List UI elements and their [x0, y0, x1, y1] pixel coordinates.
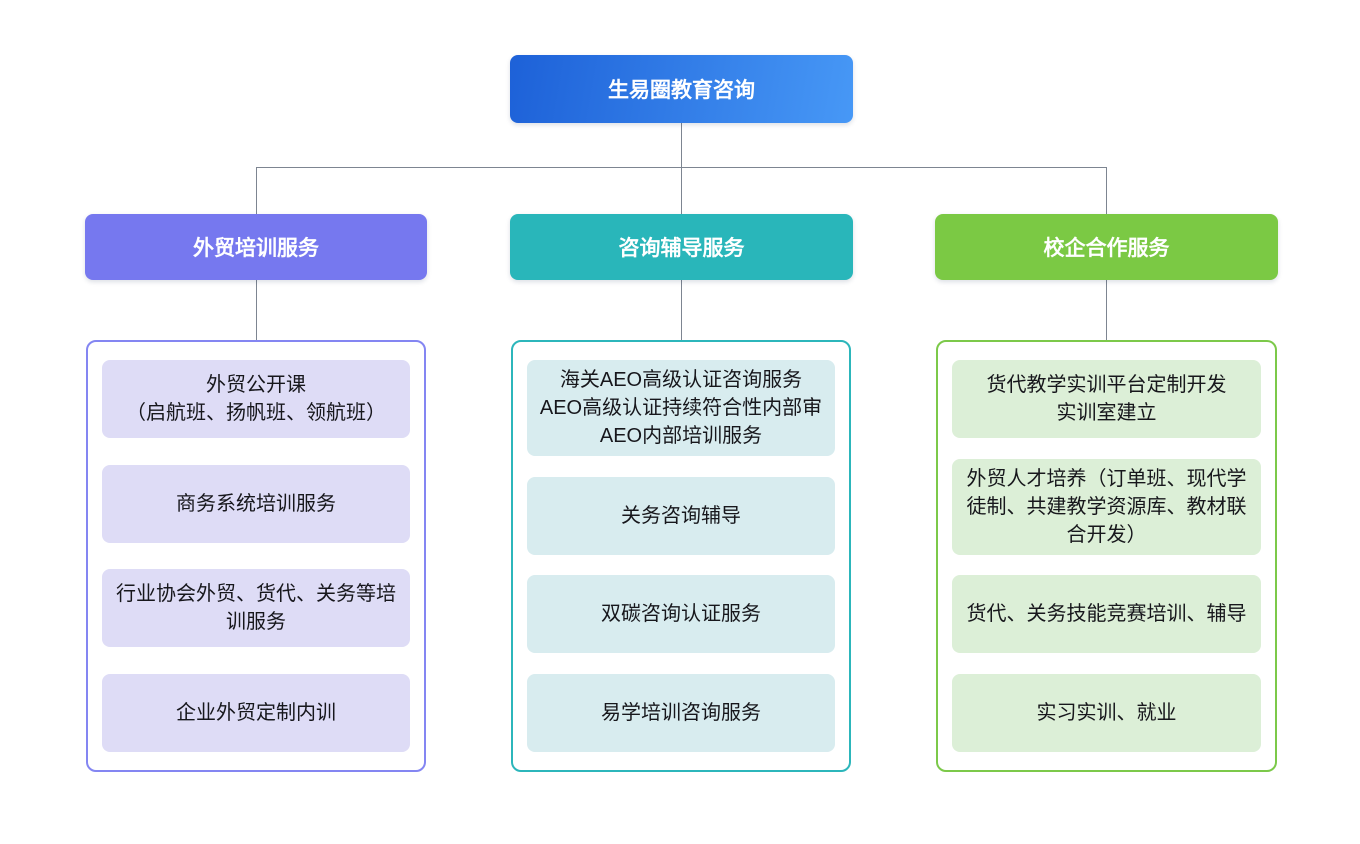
connector-branch-2-group — [681, 280, 682, 340]
connector-root-drop — [681, 123, 682, 167]
leaf-node: 外贸公开课 （启航班、扬帆班、领航班） — [102, 360, 410, 438]
leaf-node: 行业协会外贸、货代、关务等培训服务 — [102, 569, 410, 648]
leaf-node: 海关AEO高级认证咨询服务 AEO高级认证持续符合性内部审 AEO内部培训服务 — [527, 360, 835, 456]
branch-node-school-enterprise-cooperation: 校企合作服务 — [935, 214, 1278, 280]
branch-node-foreign-trade-training: 外贸培训服务 — [85, 214, 427, 280]
root-node: 生易圈教育咨询 — [510, 55, 853, 123]
branch-node-consulting-coaching: 咨询辅导服务 — [510, 214, 853, 280]
leaf-node: 企业外贸定制内训 — [102, 673, 410, 752]
leaf-node: 易学培训咨询服务 — [527, 673, 835, 752]
connector-branch-1-group — [256, 280, 257, 340]
connector-drop-branch-1 — [256, 167, 257, 214]
connector-drop-branch-3 — [1106, 167, 1107, 214]
leaf-node: 货代教学实训平台定制开发 实训室建立 — [952, 360, 1261, 438]
leaf-node: 货代、关务技能竞赛培训、辅导 — [952, 575, 1261, 654]
leaf-node: 外贸人才培养（订单班、现代学徒制、共建教学资源库、教材联合开发） — [952, 458, 1261, 555]
branch-group-foreign-trade-training: 外贸公开课 （启航班、扬帆班、领航班） 商务系统培训服务 行业协会外贸、货代、关… — [86, 340, 426, 772]
leaf-node: 商务系统培训服务 — [102, 464, 410, 543]
branch-group-consulting-coaching: 海关AEO高级认证咨询服务 AEO高级认证持续符合性内部审 AEO内部培训服务 … — [511, 340, 851, 772]
leaf-node: 实习实训、就业 — [952, 673, 1261, 752]
connector-drop-branch-2 — [681, 167, 682, 214]
leaf-node: 关务咨询辅导 — [527, 476, 835, 555]
connector-branch-3-group — [1106, 280, 1107, 340]
branch-group-school-enterprise-cooperation: 货代教学实训平台定制开发 实训室建立 外贸人才培养（订单班、现代学徒制、共建教学… — [936, 340, 1277, 772]
leaf-node: 双碳咨询认证服务 — [527, 575, 835, 654]
